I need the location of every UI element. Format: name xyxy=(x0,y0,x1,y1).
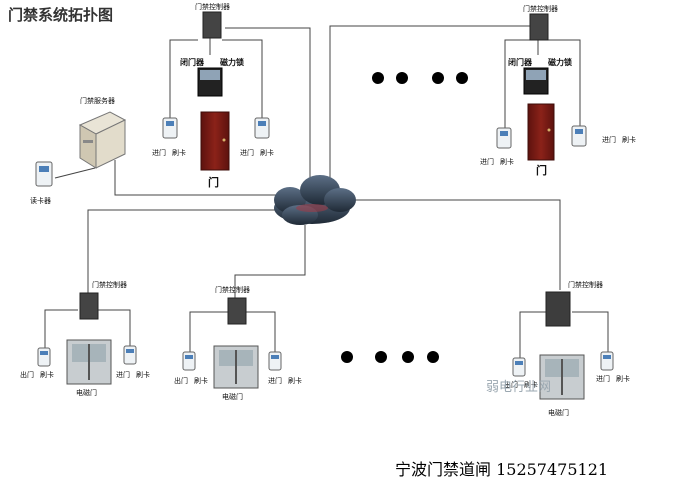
tr-in-label-2: 进门 xyxy=(602,136,616,144)
br-out-label: 出门 xyxy=(504,381,518,389)
tr-card-label-2: 刷卡 xyxy=(622,136,636,144)
tr-card-label: 刷卡 xyxy=(500,158,514,166)
server-icon xyxy=(78,111,127,169)
bm-controller-icon xyxy=(227,297,247,325)
desk-reader-icon xyxy=(35,161,53,187)
bm-door-label: 电磁门 xyxy=(222,393,243,401)
line-cloud-tr xyxy=(329,25,539,180)
network-cloud-icon xyxy=(274,175,356,225)
watermark: 弱电行业网 xyxy=(486,380,552,395)
tl-controller-icon xyxy=(202,11,222,39)
br-controller-icon xyxy=(545,291,571,327)
more-devices-dots-bottom xyxy=(341,351,439,363)
br-door-label: 电磁门 xyxy=(548,409,569,417)
tl-closer-label: 闭门器 xyxy=(180,58,204,67)
bl-card-label: 刷卡 xyxy=(40,371,54,379)
br-controller-label: 门禁控制器 xyxy=(568,281,603,289)
tl-in-label: 进门 xyxy=(152,149,166,157)
tl-controller-label: 门禁控制器 xyxy=(195,3,230,11)
bm-out-reader-icon xyxy=(182,351,196,371)
bl-controller-label: 门禁控制器 xyxy=(92,281,127,289)
tr-in-label: 进门 xyxy=(480,158,494,166)
line-cloud-bm xyxy=(234,225,306,300)
bl-card-label-2: 刷卡 xyxy=(136,371,150,379)
bm-group xyxy=(182,297,282,389)
tr-door-label: 门 xyxy=(536,164,547,177)
line-tl-cloud xyxy=(225,27,311,182)
connection-lines xyxy=(44,25,609,360)
line-cloud-br xyxy=(348,199,561,290)
bl-in-label: 进门 xyxy=(116,371,130,379)
bl-in-reader-icon xyxy=(123,345,137,365)
bl-out-label: 出门 xyxy=(20,371,34,379)
tr-controller-label: 门禁控制器 xyxy=(523,5,558,13)
bm-in-label: 进门 xyxy=(268,377,282,385)
br-card-label-2: 刷卡 xyxy=(616,375,630,383)
tr-door-icon xyxy=(527,103,555,161)
line-server-cloud xyxy=(114,160,282,196)
tr-controller-icon xyxy=(529,13,549,41)
line-cloud-bl xyxy=(87,209,282,295)
tr-group xyxy=(496,13,587,161)
br-out-reader-icon xyxy=(512,357,526,377)
server-label: 门禁服务器 xyxy=(80,97,115,105)
br-card-label: 刷卡 xyxy=(524,381,538,389)
footer-contact: 宁波门禁道闸 15257475121 xyxy=(395,460,609,479)
bl-group xyxy=(37,292,137,385)
reader-label: 读卡器 xyxy=(30,197,51,205)
tl-card-label-2: 刷卡 xyxy=(260,149,274,157)
bm-card-label-2: 刷卡 xyxy=(288,377,302,385)
tl-group xyxy=(162,11,270,171)
br-in-reader-icon xyxy=(600,351,614,371)
line-reader-server xyxy=(54,167,96,179)
diagram-title: 门禁系统拓扑图 xyxy=(8,6,114,24)
tl-in-label-2: 进门 xyxy=(240,149,254,157)
tl-card-label: 刷卡 xyxy=(172,149,186,157)
bl-door-label: 电磁门 xyxy=(76,389,97,397)
tl-maglock-label: 磁力锁 xyxy=(220,58,244,67)
br-in-label: 进门 xyxy=(596,375,610,383)
tl-door-label: 门 xyxy=(208,176,219,189)
br-group xyxy=(512,291,614,400)
tr-maglock-label: 磁力锁 xyxy=(548,58,572,67)
bm-controller-label: 门禁控制器 xyxy=(215,286,250,294)
bm-in-reader-icon xyxy=(268,351,282,371)
bl-controller-icon xyxy=(79,292,99,320)
tr-closer-label: 闭门器 xyxy=(508,58,532,67)
bl-out-reader-icon xyxy=(37,347,51,367)
bm-out-label: 出门 xyxy=(174,377,188,385)
more-devices-dots-top xyxy=(372,72,468,84)
bm-card-label: 刷卡 xyxy=(194,377,208,385)
